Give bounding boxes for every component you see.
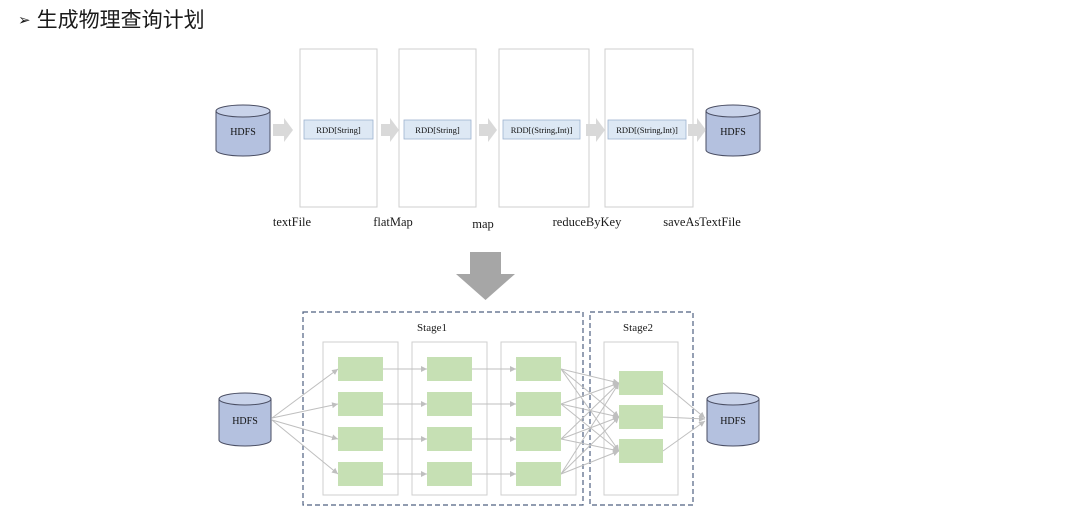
hdfs-source-cylinder: HDFS bbox=[215, 104, 271, 157]
edge-s2-sink-1 bbox=[662, 382, 706, 419]
task-s2-r3 bbox=[619, 439, 663, 463]
flow-arrow-2 bbox=[381, 118, 399, 142]
edge-shuffle-1-1 bbox=[560, 368, 620, 385]
task-c3-r4 bbox=[516, 462, 561, 486]
edge-shuffle-4-2 bbox=[560, 416, 620, 475]
stage1-label: Stage1 bbox=[417, 322, 447, 334]
heading-text: 生成物理查询计划 bbox=[36, 8, 205, 32]
bullet-arrow-icon: ➢ bbox=[18, 11, 31, 29]
task-edges bbox=[271, 366, 706, 477]
rdd-label-1: RDD[String] bbox=[316, 125, 361, 135]
op-label-reducebykey: reduceByKey bbox=[553, 215, 622, 229]
hdfs-source-cylinder-bottom: HDFS bbox=[218, 392, 272, 447]
rdd-box-4 bbox=[607, 119, 687, 140]
page-heading: ➢ 生成物理查询计划 bbox=[18, 4, 205, 34]
hdfs-sink-cylinder: HDFS bbox=[705, 104, 761, 157]
task-c1-r1 bbox=[338, 357, 383, 381]
edge-src-t3 bbox=[271, 419, 339, 441]
op-label-textfile: textFile bbox=[273, 215, 312, 229]
op-label-map: map bbox=[472, 217, 494, 231]
hdfs-sink-cylinder-bottom: HDFS bbox=[706, 392, 760, 447]
edge-s2-sink-2 bbox=[662, 415, 706, 422]
rdd-box-2 bbox=[403, 119, 472, 140]
hdfs-sink-bottom-label: HDFS bbox=[720, 416, 746, 427]
task-c3-r1 bbox=[516, 357, 561, 381]
flow-arrow-1 bbox=[273, 118, 293, 142]
task-c2-r2 bbox=[427, 392, 472, 416]
edge-shuffle-4-1 bbox=[560, 382, 620, 475]
edge-shuffle-4-3 bbox=[560, 450, 620, 475]
flow-arrow-4 bbox=[586, 118, 605, 142]
rdd-box-1 bbox=[303, 119, 374, 140]
flow-arrow-5 bbox=[688, 118, 706, 142]
task-c3-r2 bbox=[516, 392, 561, 416]
rdd-label-2: RDD[String] bbox=[415, 125, 460, 135]
op-label-saveastextfile: saveAsTextFile bbox=[663, 215, 741, 229]
rdd-box-3 bbox=[502, 119, 581, 140]
task-c3-r3 bbox=[516, 427, 561, 451]
task-c1-r2 bbox=[338, 392, 383, 416]
task-c2-r3 bbox=[427, 427, 472, 451]
hdfs-sink-label: HDFS bbox=[720, 127, 746, 138]
task-s2-r1 bbox=[619, 371, 663, 395]
task-c2-r1 bbox=[427, 357, 472, 381]
edge-s2-sink-3 bbox=[662, 420, 706, 452]
task-c2-r4 bbox=[427, 462, 472, 486]
edge-src-t2 bbox=[271, 402, 339, 419]
op-label-flatmap: flatMap bbox=[373, 215, 413, 229]
down-arrow-icon bbox=[456, 252, 515, 300]
edge-shuffle-2-1 bbox=[560, 382, 620, 405]
rdd-label-4: RDD[(String,Int)] bbox=[616, 125, 678, 135]
task-c1-r3 bbox=[338, 427, 383, 451]
task-c1-r4 bbox=[338, 462, 383, 486]
stage2-label: Stage2 bbox=[623, 322, 653, 334]
rdd-label-3: RDD[(String,Int)] bbox=[511, 125, 573, 135]
stage2-box bbox=[589, 311, 694, 506]
hdfs-source-label: HDFS bbox=[230, 127, 256, 138]
flow-arrow-3 bbox=[479, 118, 497, 142]
edge-src-t1 bbox=[271, 368, 339, 419]
hdfs-source-bottom-label: HDFS bbox=[232, 416, 258, 427]
task-s2-r2 bbox=[619, 405, 663, 429]
edge-shuffle-3-1 bbox=[560, 382, 620, 440]
edge-src-t4 bbox=[271, 419, 339, 475]
